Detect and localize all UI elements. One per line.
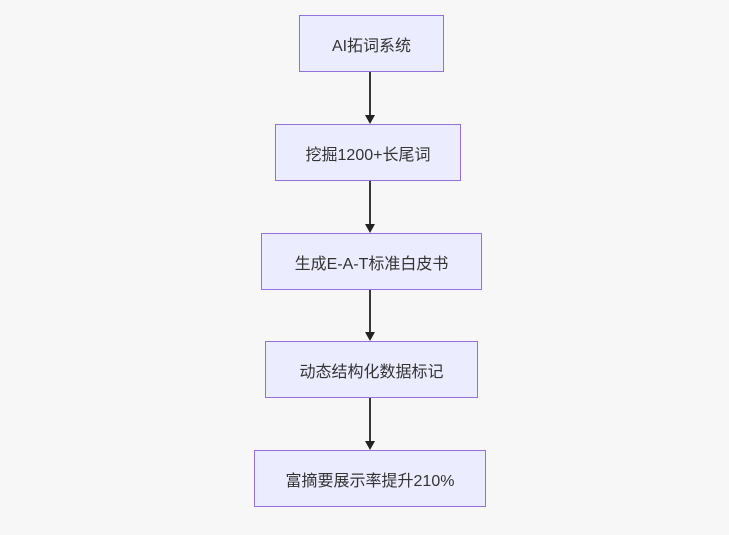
flow-node-eat-whitepaper: 生成E-A-T标准白皮书: [261, 233, 482, 290]
arrow-line: [369, 72, 371, 118]
flow-node-structured-data: 动态结构化数据标记: [265, 341, 478, 398]
flow-node-label: 富摘要展示率提升210%: [285, 472, 455, 490]
flow-node-label: AI拓词系统: [331, 37, 412, 55]
arrow-line: [369, 181, 371, 227]
arrowhead-down-icon: [365, 115, 375, 124]
arrowhead-down-icon: [365, 332, 375, 341]
flow-node-ai-word-expansion: AI拓词系统: [299, 15, 444, 72]
flow-node-rich-snippet-rate: 富摘要展示率提升210%: [254, 450, 486, 507]
flow-node-label: 生成E-A-T标准白皮书: [294, 255, 449, 273]
flow-arrow: [365, 181, 375, 233]
arrow-line: [369, 398, 371, 444]
flow-node-label: 动态结构化数据标记: [299, 363, 444, 381]
flow-arrow: [365, 398, 375, 450]
flow-node-label: 挖掘1200+长尾词: [305, 146, 431, 164]
flow-arrow: [365, 72, 375, 124]
arrowhead-down-icon: [365, 224, 375, 233]
flow-node-longtail-mining: 挖掘1200+长尾词: [275, 124, 461, 181]
arrow-line: [369, 290, 371, 335]
arrowhead-down-icon: [365, 441, 375, 450]
flow-arrow: [365, 290, 375, 341]
